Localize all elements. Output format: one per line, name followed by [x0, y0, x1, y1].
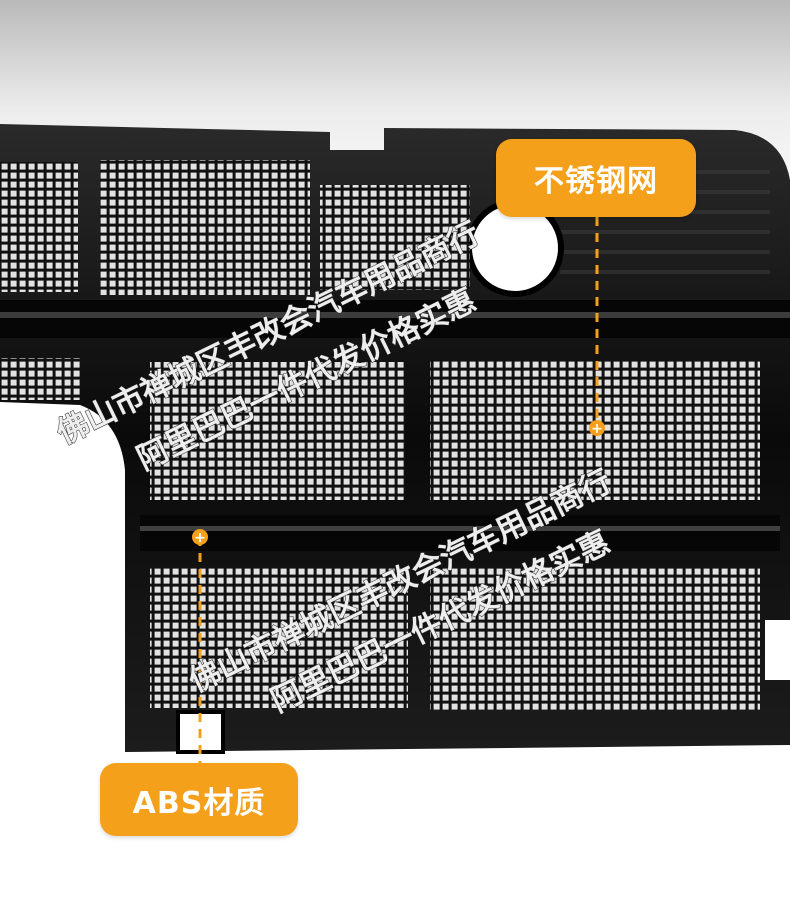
svg-text:+: + — [194, 530, 206, 546]
svg-text:+: + — [591, 421, 603, 437]
abs-material-callout: ABS材质 — [100, 763, 298, 836]
leader-lines: + + — [192, 217, 605, 763]
steel-mesh-callout: 不锈钢网 — [496, 139, 696, 217]
steel-mesh-panels — [0, 160, 760, 710]
